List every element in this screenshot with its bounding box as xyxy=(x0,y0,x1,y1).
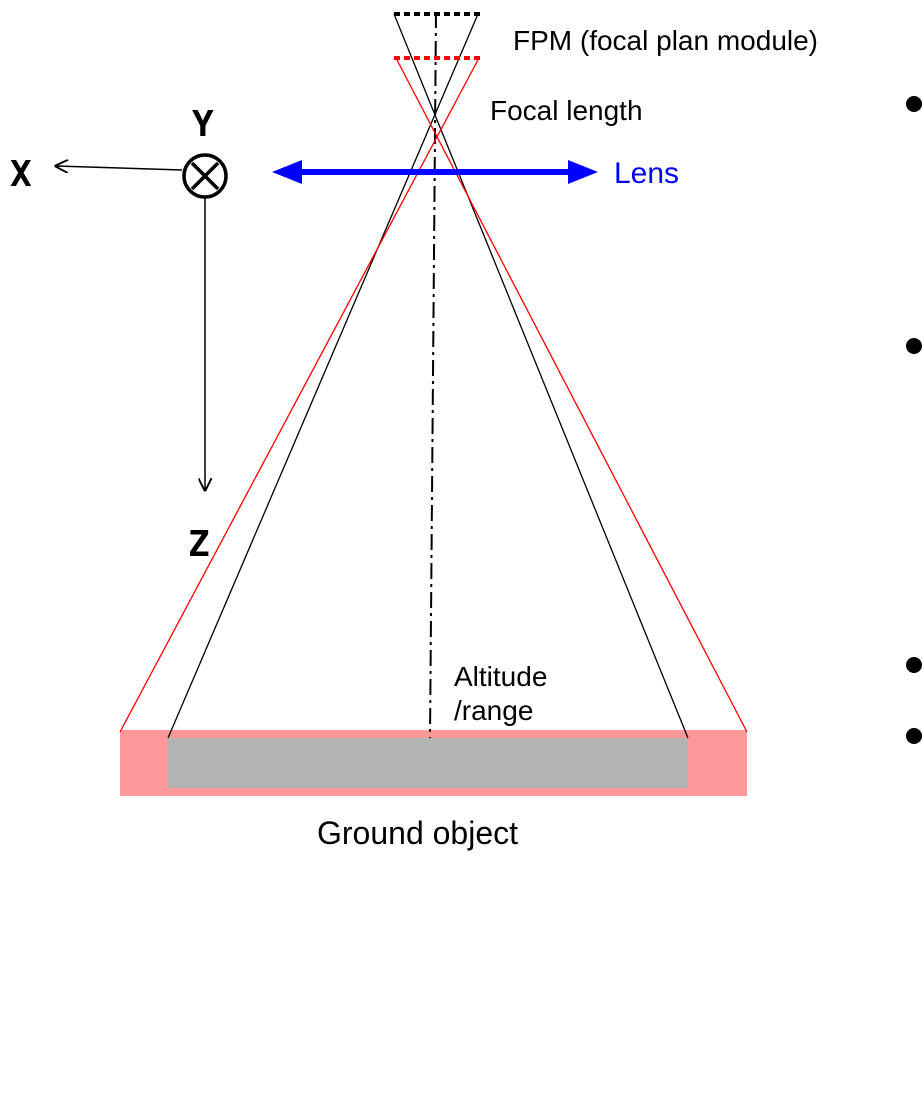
ground-object-label: Ground object xyxy=(317,815,518,851)
black-ray-right xyxy=(393,13,689,739)
optical-axis xyxy=(429,11,437,739)
red-ray-left xyxy=(119,57,480,733)
bullet-2 xyxy=(906,338,922,354)
z-axis-label: Z xyxy=(188,524,210,565)
red-ray-right xyxy=(395,57,748,733)
bullet-4 xyxy=(906,728,922,744)
lens-label: Lens xyxy=(614,157,679,190)
coordinate-system xyxy=(56,153,228,490)
focal-length-label: Focal length xyxy=(490,95,643,126)
lens-arrow xyxy=(272,160,598,184)
altitude-label-line1: Altitude xyxy=(454,661,547,692)
bullet-1 xyxy=(906,96,922,112)
altitude-label-line2: /range xyxy=(454,695,533,726)
x-axis-line xyxy=(56,166,183,170)
ground-object-inner xyxy=(168,738,688,788)
circle-cross-icon xyxy=(182,153,228,199)
bullet-3 xyxy=(906,657,922,673)
x-axis-label: X xyxy=(10,154,32,195)
black-ray-left xyxy=(167,13,479,739)
y-axis-label: Y xyxy=(192,104,214,145)
fpm-label: FPM (focal plan module) xyxy=(513,25,818,56)
